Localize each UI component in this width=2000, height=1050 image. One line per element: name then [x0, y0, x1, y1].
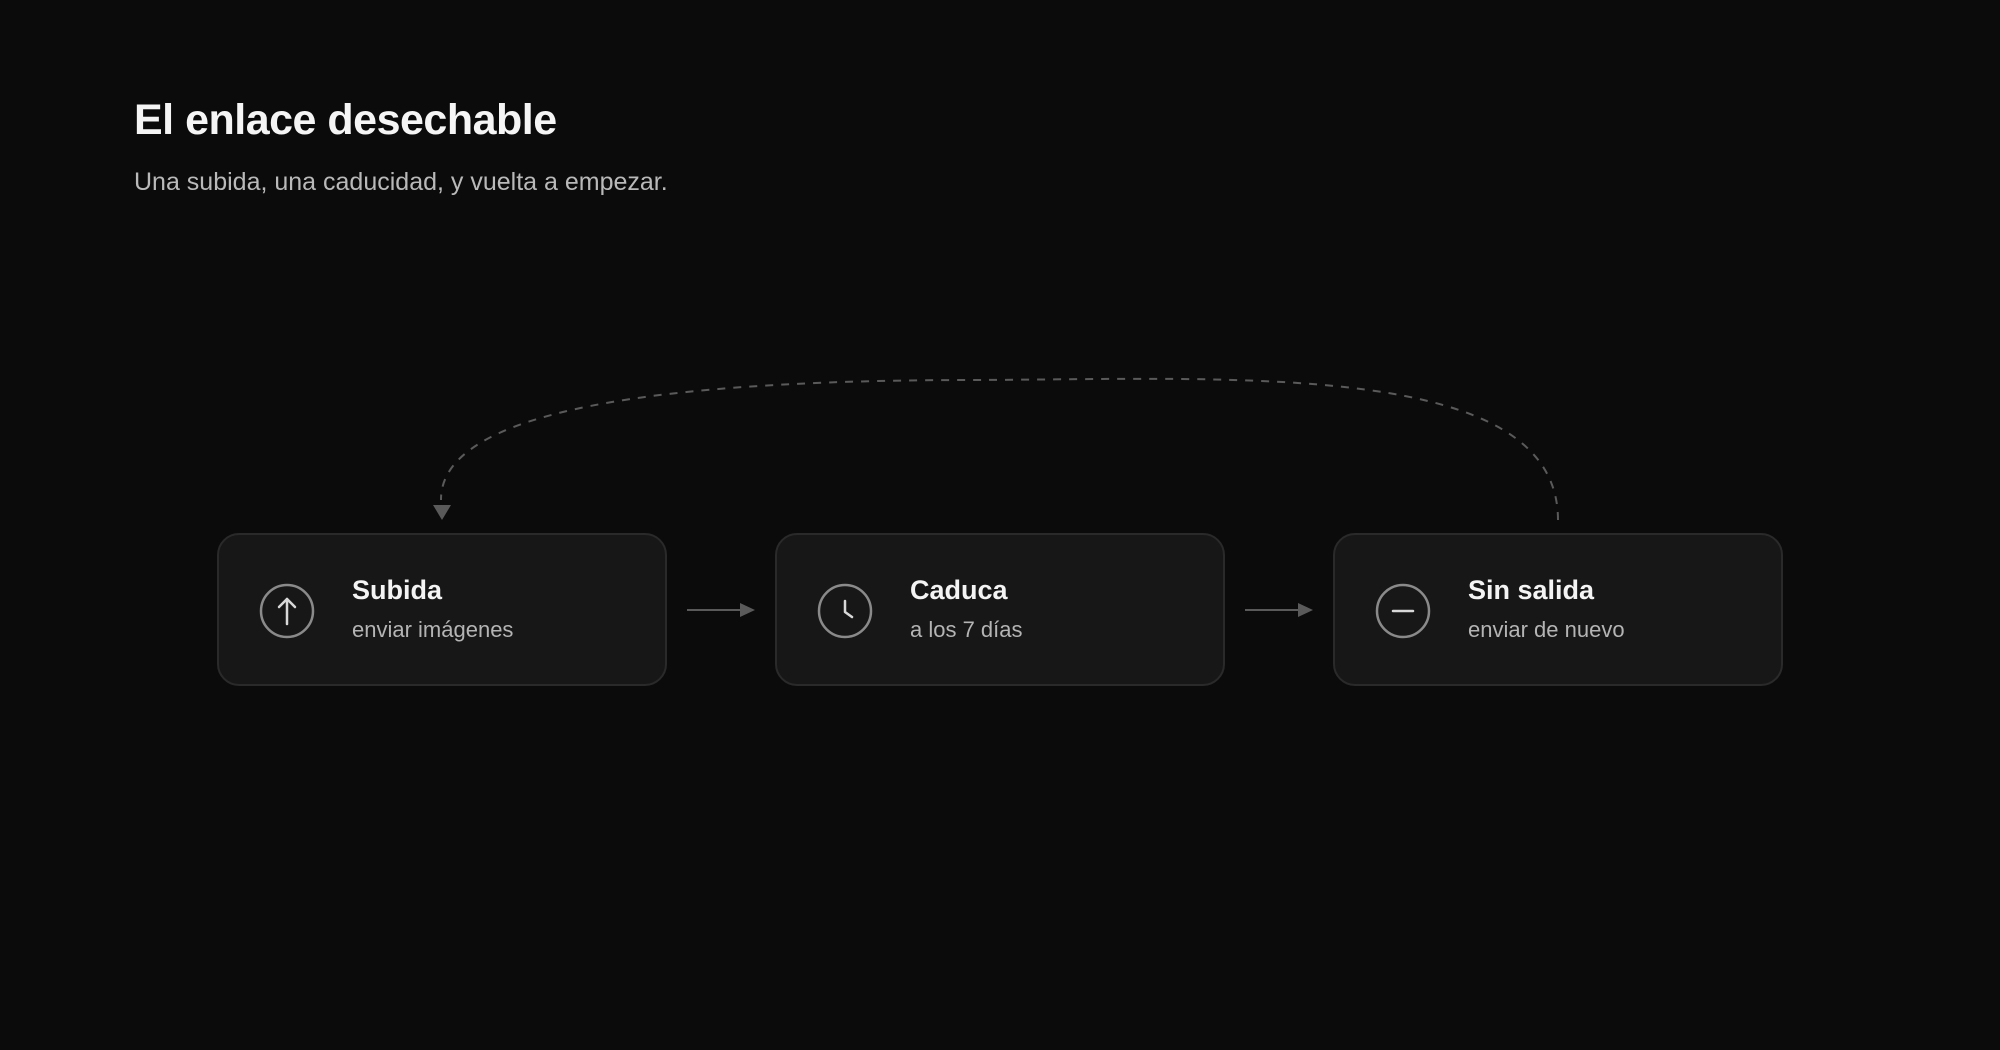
minus-icon: [1375, 583, 1431, 639]
connector-subida-caduca-arrowhead: [740, 603, 755, 617]
page-title: El enlace desechable: [134, 96, 557, 144]
node-subtitle: enviar imágenes: [352, 617, 514, 642]
connector-caduca-sinsalida-arrowhead: [1298, 603, 1313, 617]
node-subida: Subida enviar imágenes: [217, 533, 667, 686]
loop-back-arrowhead: [433, 505, 451, 520]
node-title: Sin salida: [1468, 575, 1595, 605]
page-subtitle: Una subida, una caducidad, y vuelta a em…: [134, 168, 668, 196]
node-subtitle: a los 7 días: [910, 617, 1023, 642]
loop-back-connector: [439, 377, 1559, 521]
node-caduca: Caduca a los 7 días: [775, 533, 1225, 686]
node-title: Subida: [352, 575, 443, 605]
clock-icon: [817, 583, 873, 639]
arrow-up-icon: [259, 583, 315, 639]
node-subtitle: enviar de nuevo: [1468, 617, 1625, 642]
node-sin-salida: Sin salida enviar de nuevo: [1333, 533, 1783, 686]
node-title: Caduca: [910, 575, 1008, 605]
